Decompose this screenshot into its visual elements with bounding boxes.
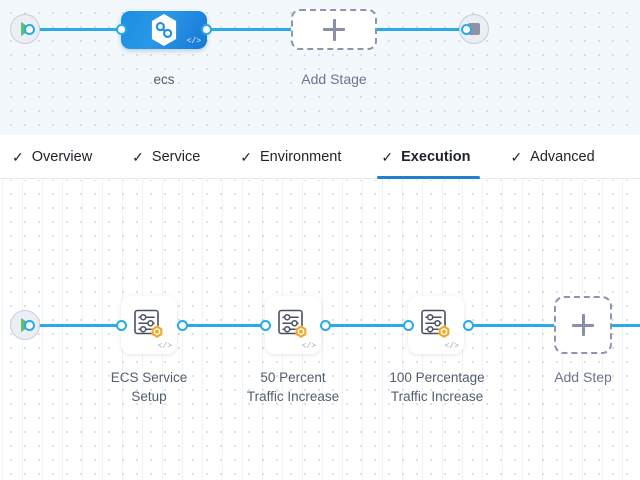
exec-wire-step1-to-step2 <box>182 324 268 327</box>
code-glyph-icon: </> <box>301 342 316 351</box>
add-stage-label: Add Stage <box>301 71 367 87</box>
add-step-label: Add Step <box>554 369 612 385</box>
plus-icon <box>323 18 345 41</box>
add-stage-button[interactable] <box>291 9 377 50</box>
check-icon: ✓ <box>381 148 394 165</box>
step-label: 50 Percent Traffic Increase <box>246 370 340 404</box>
tab-overview[interactable]: ✓ Overview <box>12 135 92 179</box>
check-icon: ✓ <box>240 148 252 165</box>
step-card-50-percent-traffic-increase[interactable]: </> <box>265 296 321 354</box>
stage-start-port[interactable] <box>24 24 35 35</box>
exec-wire-step2-to-step3 <box>325 324 410 327</box>
tab-environment[interactable]: ✓ Environment <box>240 135 341 179</box>
step3-out-port[interactable] <box>463 320 474 331</box>
step3-in-port[interactable] <box>403 320 414 331</box>
add-step-button[interactable] <box>554 296 612 354</box>
step1-out-port[interactable] <box>177 320 188 331</box>
tab-label: Execution <box>401 148 471 165</box>
step-label: 100 Percentage Traffic Increase <box>389 370 485 404</box>
stage-node-out-port[interactable] <box>201 24 212 35</box>
section-tabs: ✓ Overview ✓ Service ✓ Environment ✓ Exe… <box>0 135 640 179</box>
stage-node-in-port[interactable] <box>116 24 127 35</box>
exec-wire-addstep-trailing <box>612 324 640 327</box>
tab-label: Service <box>151 148 201 165</box>
tab-label: Overview <box>31 148 93 165</box>
tab-advanced[interactable]: ✓ Advanced <box>510 135 594 179</box>
sliders-hexagon-icon <box>134 309 163 339</box>
step1-in-port[interactable] <box>116 320 127 331</box>
stage-wire-addstage-to-stop <box>376 28 466 31</box>
step-card-ecs-service-setup[interactable]: </> <box>121 296 177 354</box>
tab-label: Advanced <box>530 148 595 165</box>
code-glyph-icon: </> <box>444 342 459 351</box>
exec-start-port[interactable] <box>24 320 35 331</box>
step2-out-port[interactable] <box>320 320 331 331</box>
tab-execution[interactable]: ✓ Execution <box>377 135 481 179</box>
step-card-100-percentage-traffic-increase[interactable]: </> <box>408 296 464 354</box>
tab-label: Environment <box>260 148 342 165</box>
stage-wire-ecs-to-addstage <box>206 28 292 31</box>
stage-canvas[interactable]: </> ecs Add Stage <box>0 0 640 135</box>
execution-canvas[interactable]: </> ECS Service Setup <box>0 180 640 480</box>
sliders-hexagon-icon <box>421 309 450 339</box>
step-label: ECS Service Setup <box>110 370 188 404</box>
stage-node-label: ecs <box>153 72 175 87</box>
sliders-hexagon-icon <box>278 309 307 339</box>
check-icon: ✓ <box>132 148 144 165</box>
exec-wire-start-to-step1 <box>28 324 124 327</box>
stage-node-ecs[interactable]: </> <box>121 11 207 49</box>
stage-wire-start-to-ecs <box>28 28 126 31</box>
hexagon-link-icon <box>151 14 177 46</box>
exec-wire-step3-to-addstep <box>468 324 555 327</box>
code-glyph-icon: </> <box>157 342 172 351</box>
check-icon: ✓ <box>12 148 24 165</box>
stage-stop-port[interactable] <box>461 24 472 35</box>
check-icon: ✓ <box>510 148 523 165</box>
tab-service[interactable]: ✓ Service <box>132 135 200 179</box>
code-glyph-icon: </> <box>186 37 201 46</box>
plus-icon <box>572 314 594 336</box>
step2-in-port[interactable] <box>260 320 271 331</box>
